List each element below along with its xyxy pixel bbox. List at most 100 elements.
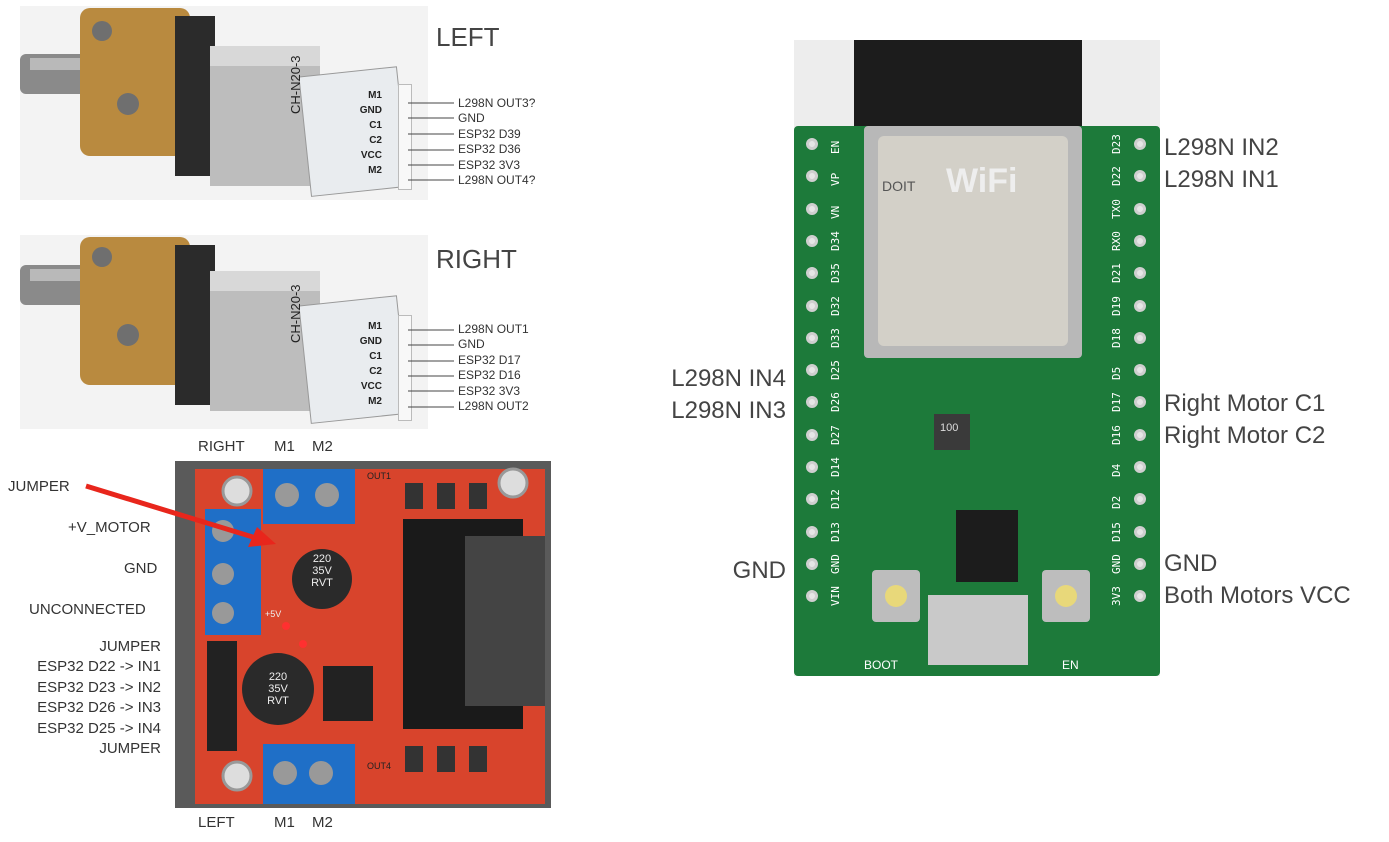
motor-connector	[398, 315, 412, 421]
motor-connector	[398, 84, 412, 190]
header-pin-pad	[806, 170, 818, 183]
header-pin-label: D34	[829, 231, 842, 251]
pin-label: GND	[458, 337, 485, 352]
header-pin-pad	[806, 299, 818, 312]
silk-m1: M1	[368, 321, 382, 332]
header-pin-label: VN	[829, 205, 842, 219]
header-pin-label: D26	[829, 392, 842, 413]
logic-label: ESP32 D22 -> IN1	[37, 658, 161, 676]
header-pin-pad	[806, 364, 818, 377]
header-pin-label: D13	[829, 521, 842, 542]
silk-m2: M2	[368, 396, 382, 407]
left-motor-leader-lines	[408, 102, 454, 181]
right-motor-leader-lines	[408, 329, 454, 408]
inductor-marking: 100	[940, 422, 959, 434]
header-pin-pad	[1134, 428, 1146, 441]
header-pin-pad	[1134, 267, 1146, 280]
unconnected-label: UNCONNECTED	[29, 601, 146, 618]
header-pin-pad	[1134, 396, 1146, 409]
module-brand: DOIT	[882, 178, 916, 194]
annotation-gnd: GND	[1164, 550, 1218, 577]
l298n-board-drawing	[195, 467, 545, 804]
l298n-top-m2-label: M2	[312, 438, 333, 455]
esp32-left-annotations-bottom: GND	[600, 555, 786, 587]
header-pin-label: D12	[829, 489, 842, 510]
header-pin-pad	[806, 234, 818, 247]
silk-gnd: GND	[359, 105, 382, 116]
l298n-bottom-side-label: LEFT	[198, 814, 235, 831]
pin-label: ESP32 D39	[458, 126, 521, 141]
header-pin-label: D16	[1110, 424, 1123, 445]
esp32-board-drawing	[794, 40, 1160, 676]
cap-voltage: 35V	[268, 683, 288, 695]
right-motor-pin-list: L298N OUT1 GND ESP32 D17 ESP32 D16 ESP32…	[458, 322, 529, 414]
logic-label: ESP32 D26 -> IN3	[37, 699, 161, 717]
esp32-right-annotations-bottom: GND Both Motors VCC	[1164, 548, 1351, 612]
header-pin-pad	[1134, 299, 1146, 312]
cap-voltage: 35V	[312, 565, 332, 577]
cap-value: 220	[268, 671, 288, 683]
header-pin-label: EN	[829, 140, 842, 154]
module-wifi: WiFi	[946, 162, 1018, 200]
header-pin-pad	[806, 525, 818, 538]
header-pin-pad	[806, 396, 818, 409]
motor-board-id: CH-N20-3	[288, 284, 303, 343]
header-pin-pad	[1134, 461, 1146, 473]
header-pin-pad	[806, 138, 818, 150]
header-pin-label: D32	[829, 295, 842, 316]
motor-silk-labels: M1 GND C1 C2 VCC M2	[356, 88, 382, 178]
cap-value: 220	[312, 553, 332, 565]
cap-brand: RVT	[267, 695, 289, 707]
header-pin-label: D14	[829, 457, 842, 477]
header-pin-label: GND	[1110, 554, 1123, 574]
silk-out1: OUT1	[367, 471, 392, 481]
header-pin-label: D2	[1110, 496, 1123, 510]
header-pin-pad	[1134, 557, 1146, 570]
silk-c2: C2	[369, 135, 382, 146]
logic-label: ESP32 D23 -> IN2	[37, 678, 161, 696]
header-pin-pad	[1134, 590, 1146, 603]
right-motor-drawing	[20, 237, 410, 424]
capacitor-label-bottom: 220 35V RVT	[263, 671, 293, 707]
annotation-in2: L298N IN2	[1164, 134, 1279, 161]
esp32-right-annotations-mid: Right Motor C1 Right Motor C2	[1164, 388, 1325, 452]
left-motor-pin-list: L298N OUT3? GND ESP32 D39 ESP32 D36 ESP3…	[458, 96, 535, 188]
header-pin-pad	[1134, 525, 1146, 538]
header-pin-label: D15	[1110, 521, 1123, 542]
header-pin-label: GND	[829, 554, 842, 574]
jumper-arrow	[85, 483, 276, 547]
silk-vcc: VCC	[360, 150, 382, 161]
right-motor-photo: CH-N20-3 M1 GND C1 C2 VCC M2	[20, 235, 428, 429]
header-pin-label: D27	[829, 424, 842, 445]
header-pin-pad	[806, 331, 818, 344]
header-pin-pad	[1134, 138, 1146, 150]
header-pin-pad	[806, 202, 818, 215]
header-pin-label: D21	[1110, 263, 1123, 284]
l298n-bottom-m1-label: M1	[274, 814, 295, 831]
l298n-board-photo: 220 35V RVT 220 35V RVT OUT1 OUT4 +5V	[175, 461, 551, 808]
cap-brand: RVT	[311, 577, 333, 589]
header-pin-label: D5	[1110, 366, 1123, 381]
header-pin-pad	[1134, 331, 1146, 344]
v-motor-label: +V_MOTOR	[68, 519, 151, 536]
pin-label: GND	[458, 111, 485, 126]
header-pin-label: VIN	[829, 586, 842, 607]
annotation-motors-vcc: Both Motors VCC	[1164, 582, 1351, 609]
annotation-right-c1: Right Motor C1	[1164, 390, 1326, 417]
silk-out4: OUT4	[367, 761, 392, 771]
l298n-top-side-label: RIGHT	[198, 438, 245, 455]
header-pin-pad	[806, 493, 818, 506]
header-pin-label: RX0	[1110, 231, 1123, 251]
motor-board-id: CH-N20-3	[288, 55, 303, 114]
annotation-in4: L298N IN4	[671, 365, 786, 392]
header-pin-label: D19	[1110, 295, 1123, 316]
logic-pin-labels: JUMPER ESP32 D22 -> IN1 ESP32 D23 -> IN2…	[0, 637, 161, 759]
logic-label: JUMPER	[99, 638, 161, 655]
header-pin-pad	[806, 428, 818, 441]
header-pin-pad	[806, 461, 818, 473]
header-pin-pad	[806, 267, 818, 280]
left-motor-drawing	[20, 8, 410, 197]
header-pin-pad	[1134, 493, 1146, 506]
header-pin-label: D23	[1110, 134, 1123, 154]
left-motor-title: LEFT	[436, 22, 500, 52]
